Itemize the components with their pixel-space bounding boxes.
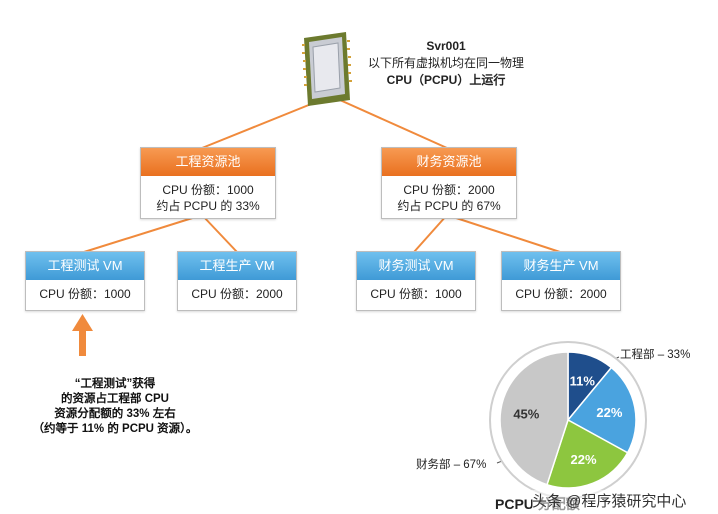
connector-eng-test — [83, 214, 203, 253]
engineering-test-vm-shares: CPU 份额：1000 — [39, 287, 131, 301]
allocation-note: “工程测试”获得 的资源占工程部 CPU 资源分配额的 33% 左右 （约等于 … — [0, 377, 230, 437]
server-description: 以下所有虚拟机均在同一物理 — [367, 56, 524, 70]
server-cpu-note: CPU（PCPU）上运行 — [386, 73, 506, 87]
watermark-text: 头条 @程序猿研究中心 — [532, 490, 687, 511]
note-line-4: （约等于 11% 的 PCPU 资源）。 — [32, 423, 198, 435]
server-label: Svr001 以下所有虚拟机均在同一物理 CPU（PCPU）上运行 — [356, 38, 536, 89]
pie-label-3: 45% — [513, 406, 539, 421]
finance-pool-title: 财务资源池 — [382, 148, 516, 176]
engineering-dept-label: 工程部 – 33% — [620, 349, 691, 361]
engineering-pool-shares: CPU 份额：1000 — [162, 183, 254, 197]
connector-server-finance — [330, 95, 448, 149]
finance-test-vm-title: 财务测试 VM — [357, 252, 475, 280]
connector-eng-prod — [201, 214, 238, 253]
engineering-test-vm-box: 工程测试 VM CPU 份额：1000 — [25, 251, 145, 311]
finance-pool-box: 财务资源池 CPU 份额：2000 约占 PCPU 的 67% — [381, 147, 517, 219]
finance-test-vm-box: 财务测试 VM CPU 份额：1000 — [356, 251, 476, 311]
engineering-pool-title: 工程资源池 — [141, 148, 275, 176]
connector-fin-test — [413, 214, 448, 253]
pie-slice-3 — [499, 351, 569, 486]
note-line-2: 的资源占工程部 CPU — [61, 393, 169, 405]
engineering-prod-vm-title: 工程生产 VM — [178, 252, 296, 280]
up-arrow-icon — [72, 314, 93, 356]
finance-prod-vm-title: 财务生产 VM — [502, 252, 620, 280]
pie-slice-1 — [566, 366, 637, 454]
finance-test-vm-shares: CPU 份额：1000 — [370, 287, 462, 301]
pie-slice-2 — [546, 418, 629, 489]
server-name: Svr001 — [426, 39, 466, 53]
finance-dept-label: 财务部 – 67% — [416, 459, 487, 471]
finance-prod-vm-box: 财务生产 VM CPU 份额：2000 — [501, 251, 621, 311]
pcpu-pie-chart: 11% 22% 22% 45% — [489, 341, 647, 499]
engineering-prod-vm-box: 工程生产 VM CPU 份额：2000 — [177, 251, 297, 311]
finance-pool-shares: CPU 份额：2000 — [403, 183, 495, 197]
engineering-prod-vm-shares: CPU 份额：2000 — [191, 287, 283, 301]
note-line-3: 资源分配额的 33% 左右 — [54, 408, 176, 420]
note-line-1: “工程测试”获得 — [74, 378, 156, 390]
cpu-chip-icon — [300, 30, 352, 108]
pie-label-0: 11% — [570, 373, 596, 388]
engineering-test-vm-title: 工程测试 VM — [26, 252, 144, 280]
finance-pool-percent: 约占 PCPU 的 67% — [397, 199, 501, 213]
connector-fin-prod — [446, 214, 561, 253]
pie-label-2: 22% — [571, 452, 597, 467]
engineering-pool-box: 工程资源池 CPU 份额：1000 约占 PCPU 的 33% — [140, 147, 276, 219]
pie-label-1: 22% — [596, 405, 622, 420]
engineering-pool-percent: 约占 PCPU 的 33% — [156, 199, 260, 213]
finance-prod-vm-shares: CPU 份额：2000 — [515, 287, 607, 301]
